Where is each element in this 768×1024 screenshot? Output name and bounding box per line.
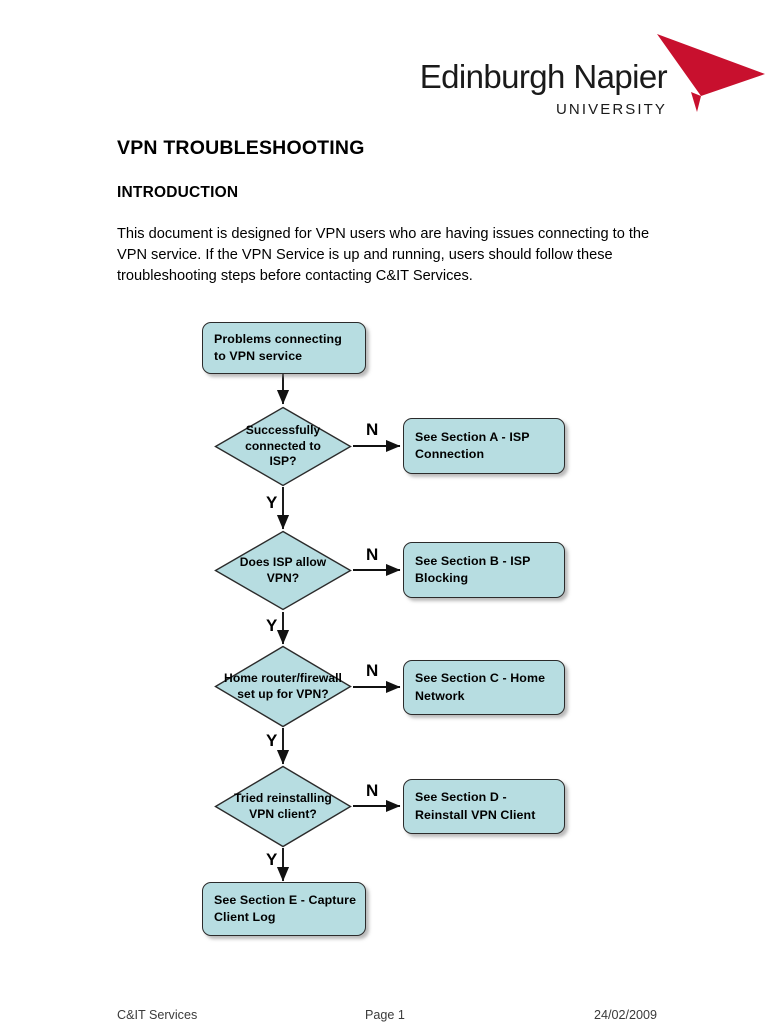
flow-decision-3[interactable]: Home router/firewall set up for VPN? xyxy=(214,645,352,728)
flow-outcome-c-label: See Section C - Home Network xyxy=(415,671,546,703)
flow-outcome-b[interactable]: See Section B - ISP Blocking xyxy=(403,542,565,598)
diamond-shape-3 xyxy=(214,645,352,728)
edge-label-no-4: N xyxy=(366,781,379,800)
diamond-shape-4 xyxy=(214,765,352,848)
section-heading-introduction: INTRODUCTION xyxy=(117,184,239,201)
footer-left: C&IT Services xyxy=(117,1008,198,1022)
logo-wordmark: Edinburgh Napier xyxy=(419,58,668,95)
flow-decision-4[interactable]: Tried reinstalling VPN client? xyxy=(214,765,352,848)
flow-outcome-d-label: See Section D - Reinstall VPN Client xyxy=(415,790,536,822)
napier-arrow-icon xyxy=(657,34,765,112)
flow-node-end-label: See Section E - Capture Client Log xyxy=(214,892,357,924)
diamond-shape-2 xyxy=(214,530,352,611)
flow-decision-1[interactable]: Successfully connected to ISP? xyxy=(214,406,352,487)
flow-node-start-label: Problems connecting to VPN service xyxy=(214,331,342,363)
flow-decision-2[interactable]: Does ISP allow VPN? xyxy=(214,530,352,611)
flow-decision-3-label: Home router/firewall set up for VPN? xyxy=(224,670,342,701)
flow-outcome-a-label: See Section A - ISP Connection xyxy=(415,429,530,461)
edge-label-yes-3: Y xyxy=(266,731,278,750)
edge-label-no-1: N xyxy=(366,420,379,439)
flow-decision-1-label: Successfully connected to ISP? xyxy=(245,422,321,469)
flow-node-end[interactable]: See Section E - Capture Client Log xyxy=(202,882,366,936)
flow-decision-4-label: Tried reinstalling VPN client? xyxy=(234,790,332,821)
footer-right: 24/02/2009 xyxy=(593,1008,657,1022)
edge-label-yes-1: Y xyxy=(266,493,278,512)
flow-node-start[interactable]: Problems connecting to VPN service xyxy=(202,322,366,374)
flow-outcome-c[interactable]: See Section C - Home Network xyxy=(403,660,565,715)
flow-outcome-b-label: See Section B - ISP Blocking xyxy=(415,553,531,585)
diamond-shape-1 xyxy=(214,406,352,487)
edge-label-no-2: N xyxy=(366,545,379,564)
introduction-paragraph: This document is designed for VPN users … xyxy=(117,226,650,285)
flow-outcome-a[interactable]: See Section A - ISP Connection xyxy=(403,418,565,474)
flow-outcome-d[interactable]: See Section D - Reinstall VPN Client xyxy=(403,779,565,834)
flow-decision-2-label: Does ISP allow VPN? xyxy=(239,554,327,585)
footer-center: Page 1 xyxy=(365,1008,405,1022)
page-title: VPN TROUBLESHOOTING xyxy=(117,137,365,159)
logo-subtitle: UNIVERSITY xyxy=(555,101,667,118)
edge-label-no-3: N xyxy=(366,661,379,680)
university-logo: Edinburgh Napier UNIVERSITY xyxy=(415,26,765,122)
edge-label-yes-4: Y xyxy=(266,850,278,869)
edge-label-yes-2: Y xyxy=(266,616,278,635)
